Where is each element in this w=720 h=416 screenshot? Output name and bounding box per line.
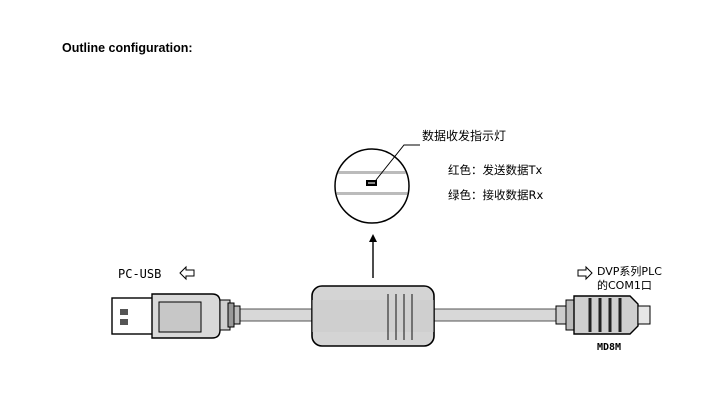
indicator-leader-line	[375, 144, 420, 181]
indicator-green-line: 绿色：接收数据Rx	[448, 188, 543, 202]
plc-line1: DVP系列PLC	[597, 264, 662, 278]
indicator-title: 数据收发指示灯	[422, 128, 506, 143]
indicator-red-line: 红色：发送数据Tx	[448, 163, 543, 177]
up-arrow-icon	[369, 234, 377, 278]
md8m-connector	[555, 295, 651, 335]
right-arrow-icon	[577, 265, 593, 281]
plc-line2: 的COM1口	[597, 278, 652, 292]
section-heading: Outline configuration:	[62, 41, 193, 55]
usb-cable	[237, 308, 561, 322]
left-arrow-icon	[179, 265, 195, 281]
indicator-magnifier	[334, 148, 410, 224]
converter-box	[311, 285, 435, 347]
pc-usb-label: PC-USB	[118, 267, 161, 281]
usb-plug	[111, 293, 241, 339]
md8m-label: MD8M	[597, 342, 621, 353]
